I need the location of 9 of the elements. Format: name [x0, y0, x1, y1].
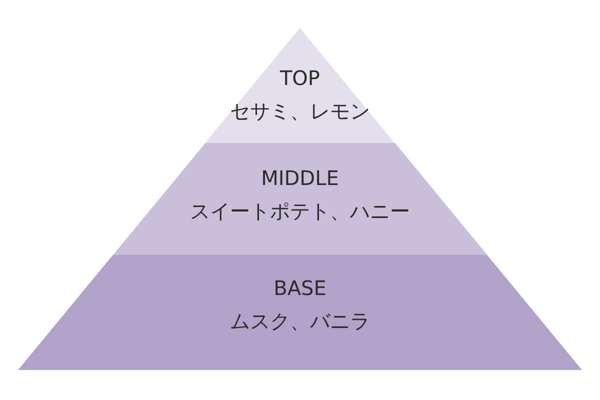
pyramid-tier — [18, 255, 582, 370]
pyramid-tier — [205, 28, 395, 143]
tier-text: ムスク、バニラ — [230, 308, 370, 335]
tier-heading: MIDDLE — [261, 166, 339, 190]
tier-heading: TOP — [280, 66, 320, 90]
pyramid-tier — [112, 143, 488, 255]
tier-text: スイートポテト、ハニー — [190, 198, 410, 225]
tier-text: セサミ、レモン — [230, 98, 370, 125]
tier-heading: BASE — [274, 276, 326, 300]
